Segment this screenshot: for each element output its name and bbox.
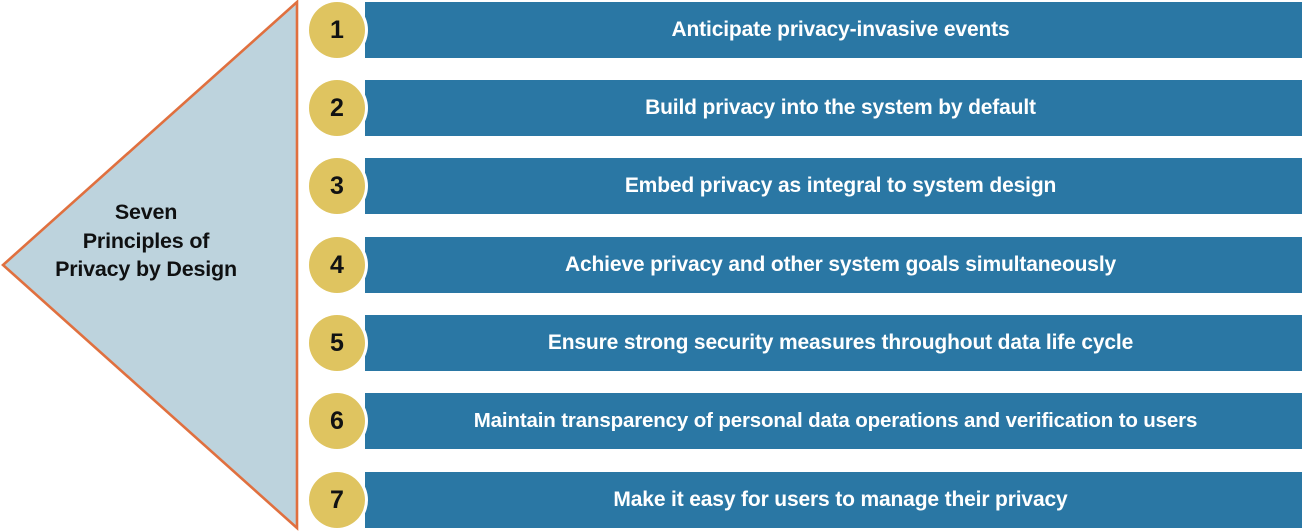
principle-number-circle-6[interactable]: 6	[309, 393, 365, 449]
principle-row-3[interactable]: Embed privacy as integral to system desi…	[0, 155, 1302, 217]
principle-label-2: Build privacy into the system by default	[645, 96, 1036, 119]
triangle-shape-icon	[1, 0, 299, 531]
principle-bar-4[interactable]: Achieve privacy and other system goals s…	[365, 237, 1302, 293]
principle-number-5: 5	[330, 328, 344, 357]
principle-label-3: Embed privacy as integral to system desi…	[624, 174, 1057, 197]
principle-number-2: 2	[330, 93, 344, 122]
principle-bar-1[interactable]: Anticipate privacy-invasive events	[365, 2, 1302, 58]
principle-bar-3[interactable]: Embed privacy as integral to system desi…	[365, 158, 1302, 214]
principle-number-circle-2[interactable]: 2	[309, 80, 365, 136]
principle-row-2[interactable]: Build privacy into the system by default…	[0, 77, 1302, 139]
page-title: Seven Principles of Privacy by Design	[55, 200, 237, 282]
principle-number-1: 1	[330, 15, 344, 44]
principle-bar-2[interactable]: Build privacy into the system by default	[365, 80, 1302, 136]
principle-row-7[interactable]: Make it easy for users to manage their p…	[0, 469, 1302, 531]
principle-bar-7[interactable]: Make it easy for users to manage their p…	[365, 472, 1302, 528]
principle-number-circle-5[interactable]: 5	[309, 315, 365, 371]
principle-number-circle-3[interactable]: 3	[309, 158, 365, 214]
principle-row-6[interactable]: Maintain transparency of personal data o…	[0, 390, 1302, 452]
principle-label-6: Maintain transparency of personal data o…	[473, 409, 1198, 432]
principle-row-4[interactable]: Achieve privacy and other system goals s…	[0, 234, 1302, 296]
principle-number-6: 6	[330, 406, 344, 435]
principle-label-1: Anticipate privacy-invasive events	[671, 18, 1010, 41]
principle-label-7: Make it easy for users to manage their p…	[613, 488, 1068, 511]
principle-number-circle-4[interactable]: 4	[309, 237, 365, 293]
principle-row-5[interactable]: Ensure strong security measures througho…	[0, 312, 1302, 374]
triangle-panel: Seven Principles of Privacy by Design	[0, 0, 300, 532]
principle-number-circle-1[interactable]: 1	[309, 2, 365, 58]
principle-label-4: Achieve privacy and other system goals s…	[564, 253, 1117, 276]
principle-number-4: 4	[330, 250, 344, 279]
principle-bar-6[interactable]: Maintain transparency of personal data o…	[365, 393, 1302, 449]
principle-number-3: 3	[330, 171, 344, 200]
principle-number-circle-7[interactable]: 7	[309, 472, 365, 528]
principle-label-5: Ensure strong security measures througho…	[547, 331, 1134, 354]
principle-row-1[interactable]: Anticipate privacy-invasive events 1	[0, 0, 1302, 61]
principle-bar-5[interactable]: Ensure strong security measures througho…	[365, 315, 1302, 371]
principle-number-7: 7	[330, 485, 344, 514]
